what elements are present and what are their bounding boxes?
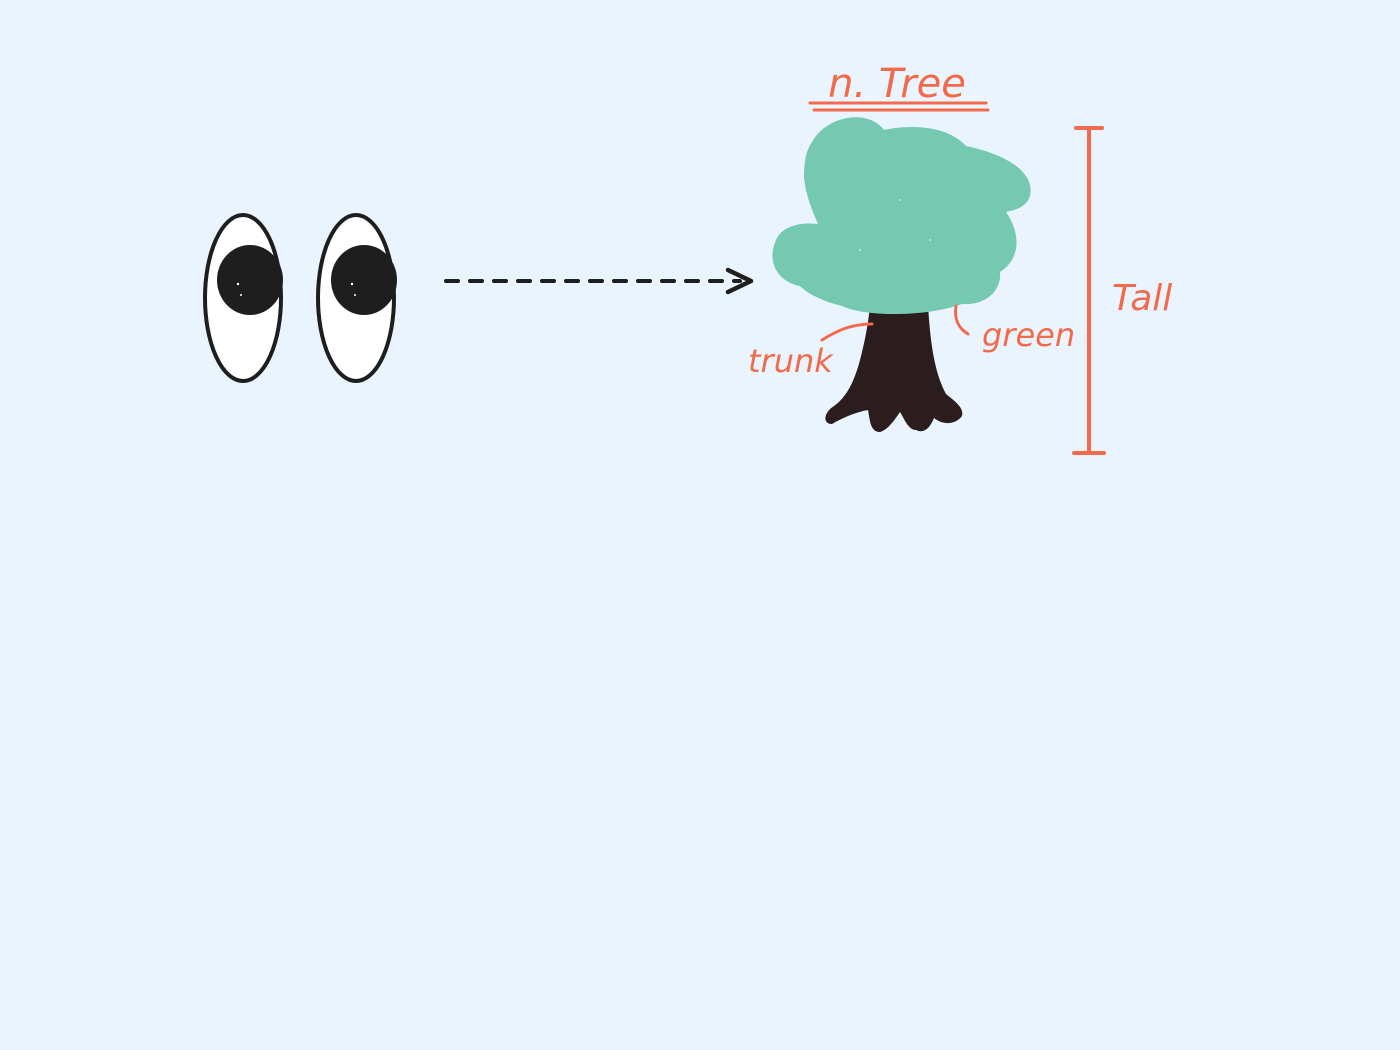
tree-trunk <box>825 304 963 432</box>
eyes-icon <box>203 213 397 383</box>
tree-icon <box>772 117 1031 432</box>
green-leader-line <box>954 304 970 336</box>
trunk-leader-line <box>820 322 874 342</box>
height-bracket: Tall <box>1072 126 1172 455</box>
tall-label: Tall <box>1112 278 1172 319</box>
left-eye <box>203 213 283 383</box>
trunk-annotation: trunk <box>748 322 874 380</box>
green-label: green <box>982 316 1075 354</box>
dashed-arrow-right-icon <box>444 267 754 295</box>
right-eye <box>316 213 397 383</box>
tree-title-text: n. Tree <box>828 61 966 107</box>
green-annotation: green <box>954 304 1075 354</box>
tree-title: n. Tree <box>808 61 990 112</box>
trunk-label: trunk <box>748 342 834 380</box>
tree-canopy <box>772 117 1031 315</box>
